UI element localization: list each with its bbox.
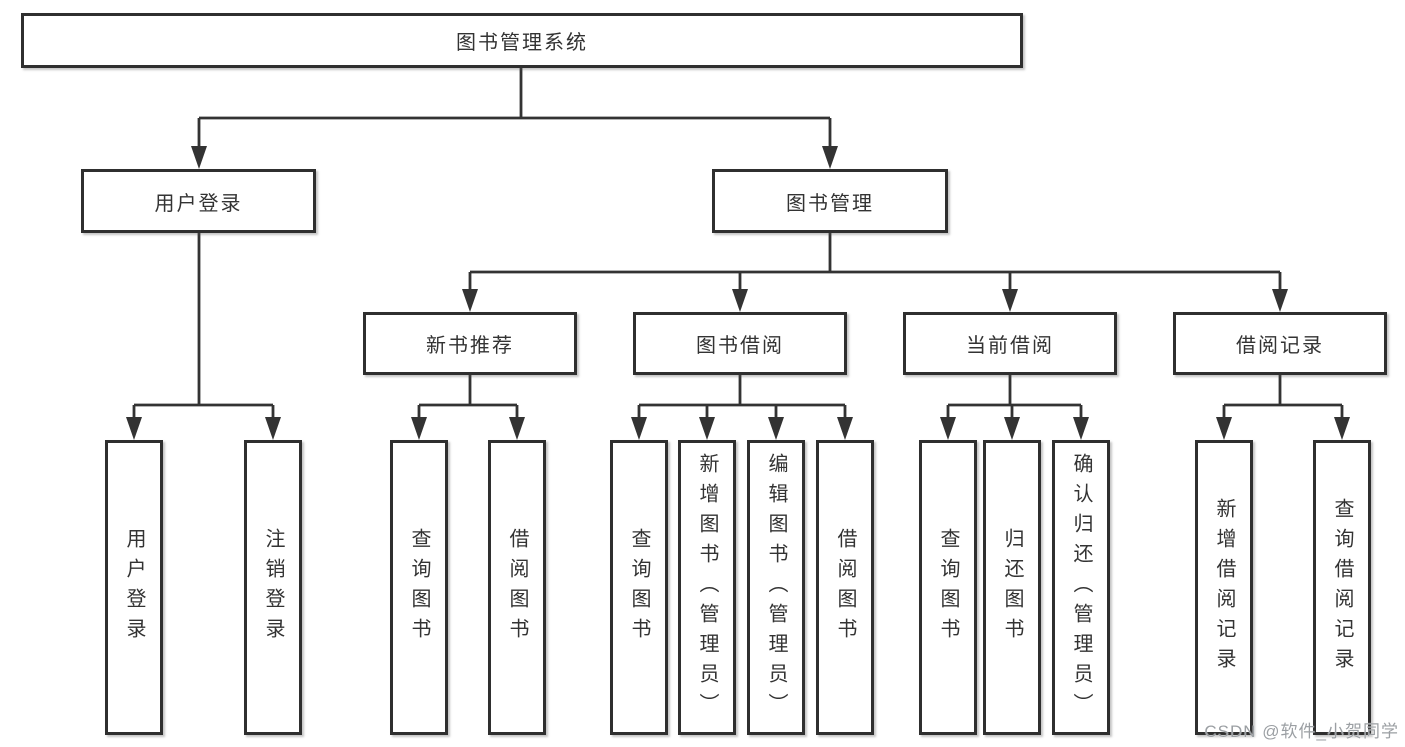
node-root-system: 图书管理系统: [21, 13, 1023, 68]
leaf-borrow-query-book: 查询图书: [610, 440, 668, 735]
arrowhead-icons: [126, 146, 1350, 440]
leaf-record-query: 查询借阅记录: [1313, 440, 1371, 735]
leaf-borrow-borrow-book: 借阅图书: [816, 440, 874, 735]
leaf-user-login: 用户登录: [105, 440, 163, 735]
node-borrow-record: 借阅记录: [1173, 312, 1387, 375]
leaf-borrow-edit-book: 编辑图书（管理员）: [747, 440, 805, 735]
leaf-record-add: 新增借阅记录: [1195, 440, 1253, 735]
csdn-watermark: CSDN @软件_小贺同学: [1204, 722, 1399, 741]
leaf-borrow-add-book: 新增图书（管理员）: [678, 440, 736, 735]
node-new-book-recommend: 新书推荐: [363, 312, 577, 375]
node-current-borrow: 当前借阅: [903, 312, 1117, 375]
leaf-recommend-borrow-book: 借阅图书: [488, 440, 546, 735]
leaf-current-query-book: 查询图书: [919, 440, 977, 735]
leaf-current-confirm-return: 确认归还（管理员）: [1052, 440, 1110, 735]
leaf-logout: 注销登录: [244, 440, 302, 735]
node-user-login: 用户登录: [81, 169, 316, 233]
node-book-management: 图书管理: [712, 169, 948, 233]
leaf-current-return-book: 归还图书: [983, 440, 1041, 735]
leaf-recommend-query-book: 查询图书: [390, 440, 448, 735]
node-book-borrow: 图书借阅: [633, 312, 847, 375]
